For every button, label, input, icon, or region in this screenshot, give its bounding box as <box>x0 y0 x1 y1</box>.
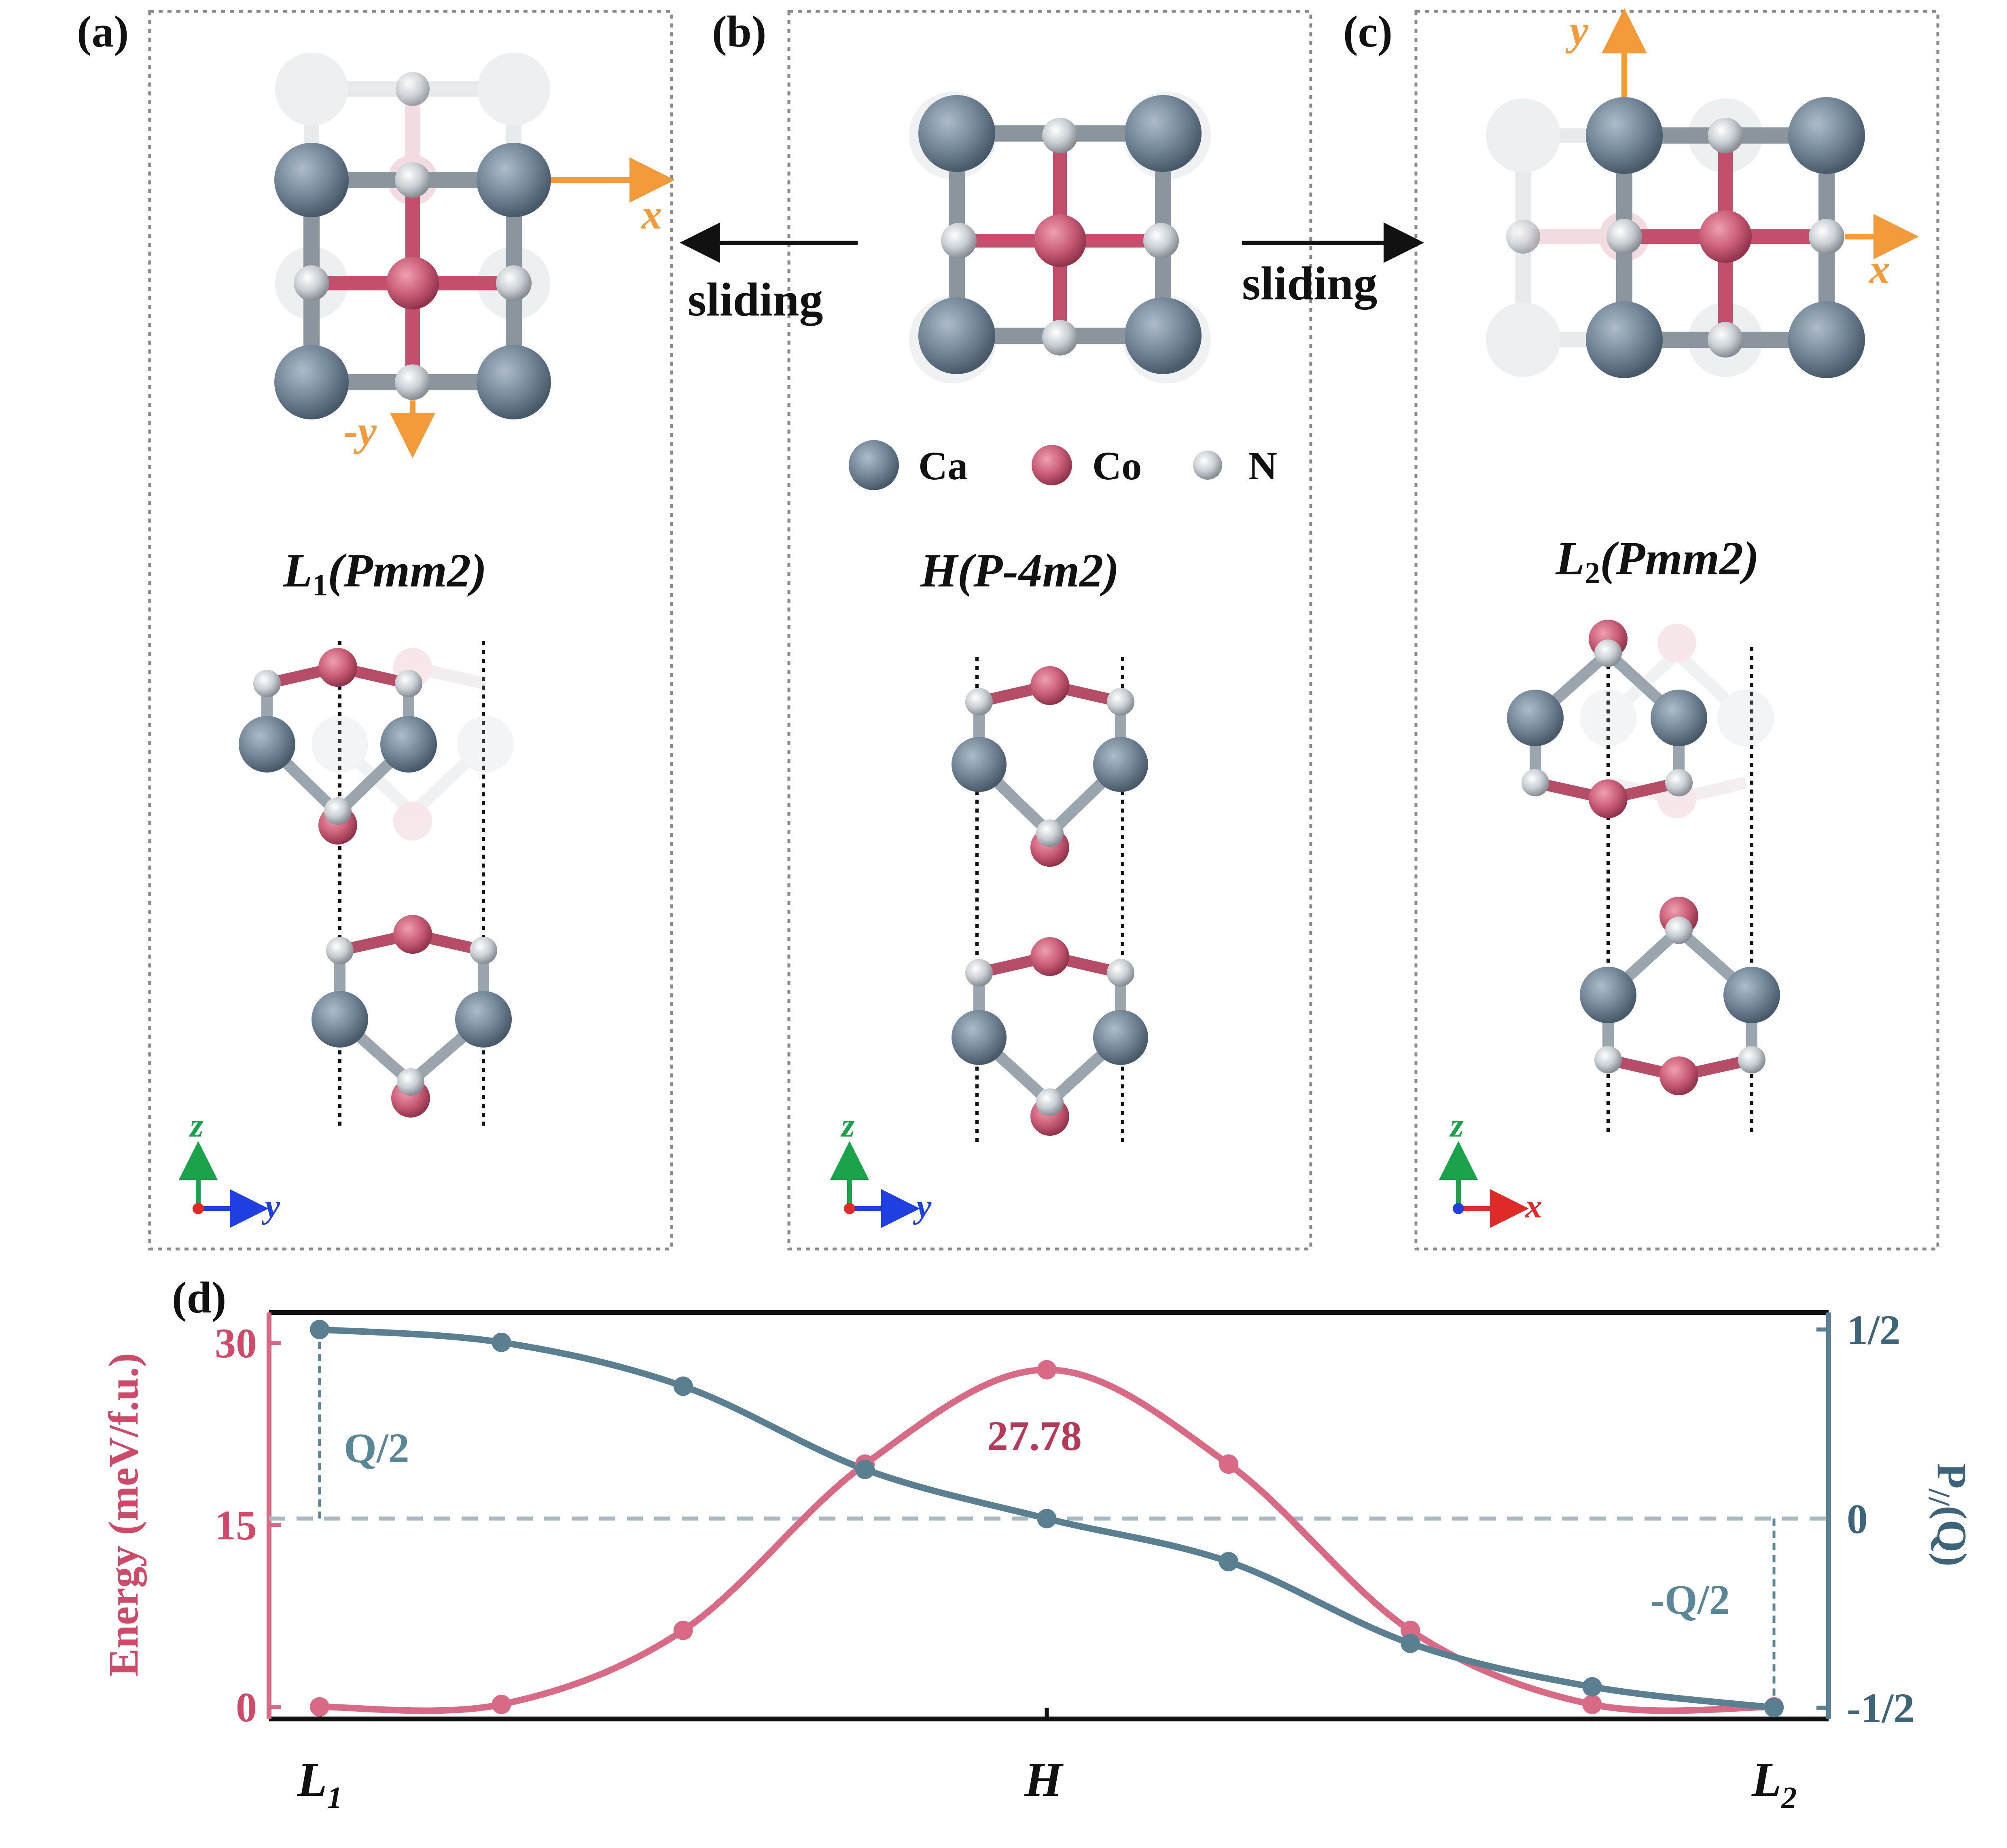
polarization-point <box>1582 1677 1602 1697</box>
legend-n-label: N <box>1248 443 1277 488</box>
panel-c-z-label: z <box>1449 1107 1464 1144</box>
panel-c-side-view <box>1507 620 1780 1137</box>
polarization-point <box>310 1320 329 1340</box>
x-tick-label: L2 <box>1751 1753 1797 1815</box>
legend-co-swatch <box>1032 445 1072 485</box>
polarization-point <box>492 1332 511 1352</box>
legend-ca-label: Ca <box>918 443 968 488</box>
energy-axis-title: Energy (meV/f.u.) <box>100 1353 147 1677</box>
polarization-series-points <box>310 1320 1784 1717</box>
energy-polarization-chart: 0 15 30 -1/2 0 1/2 L1 H L2 <box>215 1307 1915 1815</box>
panel-b-y-label: y <box>913 1188 932 1225</box>
q-annotation-lines <box>318 1329 1776 1708</box>
polarization-tick-label: 0 <box>1847 1496 1868 1543</box>
x-axis-ticks: L1 H L2 <box>297 1708 1797 1815</box>
axis-c-y-label: y <box>1565 7 1589 54</box>
energy-tick-label: 0 <box>236 1684 257 1731</box>
panel-b-side-view <box>952 657 1148 1145</box>
legend-ca-swatch <box>849 440 899 490</box>
panel-a-label: (a) <box>77 7 129 56</box>
q-half-label: Q/2 <box>344 1425 409 1471</box>
panel-b-top-view <box>909 92 1211 383</box>
panel-b-small-axes <box>830 1141 920 1228</box>
panel-c-title: L2(Pmm2) <box>1555 532 1759 590</box>
axis-c-x-label: x <box>1868 246 1890 292</box>
panel-a-top-view <box>274 53 675 458</box>
panel-a-frame <box>148 10 673 1251</box>
x-tick-label: H <box>1024 1753 1064 1806</box>
panel-b-label: (b) <box>712 7 766 56</box>
energy-point <box>492 1695 511 1714</box>
atom-legend: Ca Co N <box>849 440 1277 490</box>
polarization-point <box>673 1376 693 1396</box>
polarization-point <box>1219 1552 1238 1572</box>
energy-point <box>1037 1360 1057 1380</box>
sliding-label-left: sliding <box>688 273 823 326</box>
polarization-axis-ticks: -1/2 0 1/2 <box>1816 1307 1915 1732</box>
x-tick-label: L1 <box>297 1753 342 1815</box>
energy-tick-label: 30 <box>215 1320 257 1367</box>
polarization-point <box>855 1459 875 1479</box>
polarization-tick-label: -1/2 <box>1847 1685 1915 1732</box>
panel-a-side-view <box>239 641 514 1128</box>
axis-x-label: x <box>640 191 662 238</box>
panel-c-x-label: x <box>1524 1188 1542 1225</box>
panel-a-y-label: y <box>261 1188 280 1225</box>
polarization-point <box>1401 1634 1420 1653</box>
energy-point <box>310 1697 329 1717</box>
energy-axis-ticks: 0 15 30 <box>215 1320 281 1731</box>
panel-c-label: (c) <box>1343 7 1392 56</box>
energy-point <box>1582 1695 1602 1714</box>
legend-co-label: Co <box>1092 443 1142 488</box>
panel-c-small-axes <box>1439 1141 1529 1228</box>
panel-c-top-view <box>1486 8 1919 378</box>
panel-b-z-label: z <box>840 1107 855 1144</box>
panel-a-small-axes <box>179 1141 269 1228</box>
sliding-label-right: sliding <box>1242 257 1378 310</box>
panel-d-label: (d) <box>172 1273 226 1322</box>
energy-point <box>1219 1454 1238 1474</box>
panel-c-frame <box>1414 10 1939 1251</box>
legend-n-swatch <box>1193 451 1222 480</box>
peak-energy-label: 27.78 <box>987 1413 1082 1459</box>
polarization-point <box>1764 1698 1784 1717</box>
panel-b-frame <box>787 10 1312 1251</box>
polarization-axis-title: P//(Q) <box>1922 1463 1975 1566</box>
panel-b-title: H(P-4m2) <box>920 544 1119 597</box>
panel-a-z-label: z <box>189 1107 203 1144</box>
panel-a-title: L1(Pmm2) <box>283 544 487 602</box>
energy-point <box>673 1621 693 1640</box>
axis-minus-y-label: -y <box>344 408 377 454</box>
polarization-point <box>1037 1509 1057 1528</box>
energy-tick-label: 15 <box>215 1502 257 1549</box>
minus-q-half-label: -Q/2 <box>1651 1577 1730 1623</box>
polarization-tick-label: 1/2 <box>1847 1307 1901 1353</box>
